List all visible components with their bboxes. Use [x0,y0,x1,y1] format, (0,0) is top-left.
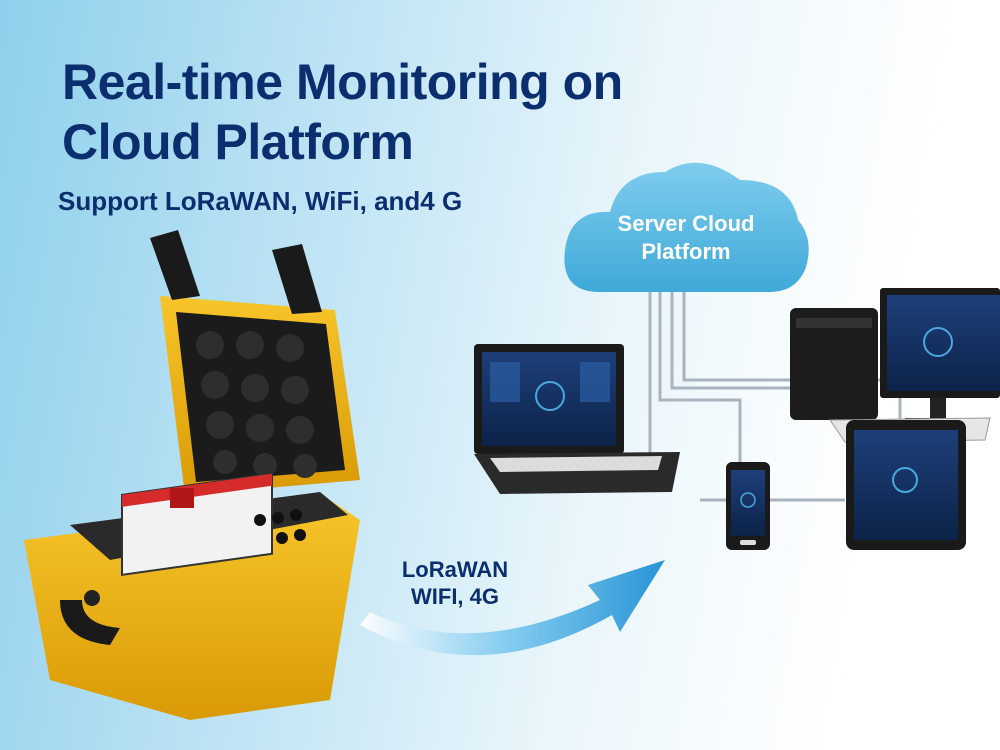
cloud-platform-label: Server Cloud Platform [596,210,776,266]
phone-icon [726,462,770,550]
title-line-2: Cloud Platform [62,114,414,170]
connectivity-label: LoRaWAN WIFI, 4G [370,556,540,610]
monitor-icon [829,288,1000,443]
page-title: Real-time Monitoring on Cloud Platform [62,52,623,172]
data-arrow-icon [360,560,665,656]
connectivity-line-1: LoRaWAN [401,557,509,582]
tablet-icon [846,420,966,550]
cloud-icon [564,162,809,292]
subtitle: Support LoRaWAN, WiFi, and4 G [58,186,463,216]
laptop-icon [474,344,680,494]
cloud-label-line-2: Platform [641,239,731,264]
cloud-label-line-1: Server Cloud [617,211,755,236]
instrument-case [24,230,360,720]
connectivity-line-2: WIFI, 4G [411,584,499,609]
title-line-1: Real-time Monitoring on [62,54,623,110]
desktop-tower-icon [790,308,878,420]
